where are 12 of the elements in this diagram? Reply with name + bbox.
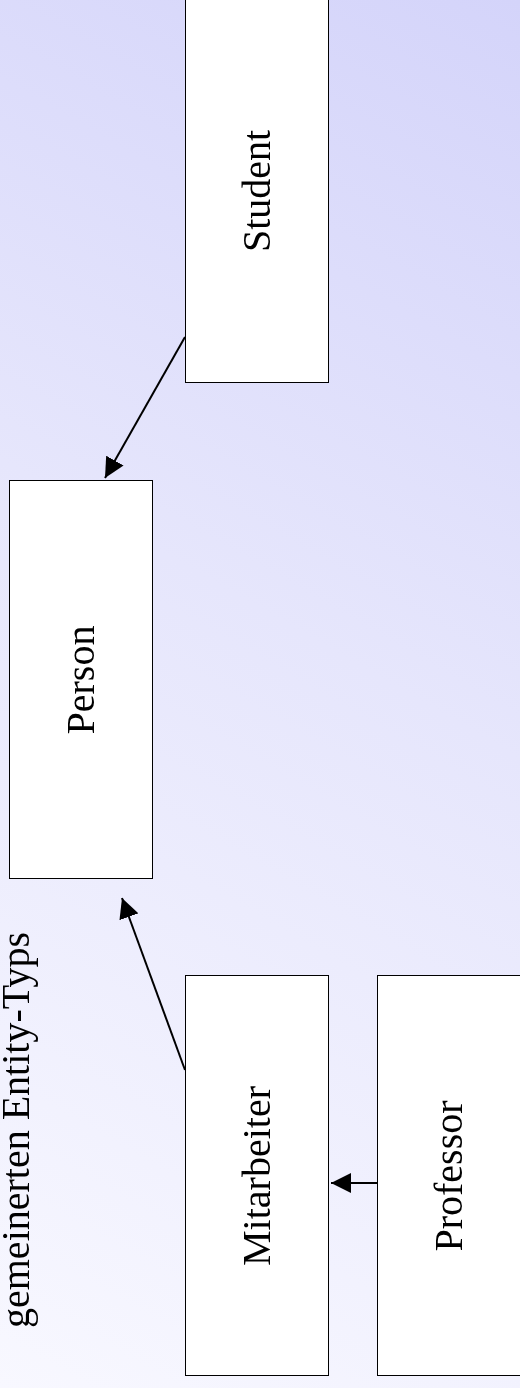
arrow bbox=[119, 897, 186, 1071]
arrow bbox=[330, 1173, 378, 1193]
entity-name: Student bbox=[237, 129, 277, 252]
arrow bbox=[104, 336, 186, 479]
entity-box bbox=[377, 975, 520, 1376]
title: gemeinerten Entity-Typs bbox=[0, 932, 36, 1328]
entity-name: Professor bbox=[429, 1099, 469, 1252]
entity-box bbox=[9, 480, 153, 879]
entity-box bbox=[185, 0, 329, 383]
entity-box bbox=[185, 975, 329, 1376]
entity-name: Mitarbeiter bbox=[237, 1085, 277, 1266]
entity-name: Person bbox=[61, 625, 101, 734]
